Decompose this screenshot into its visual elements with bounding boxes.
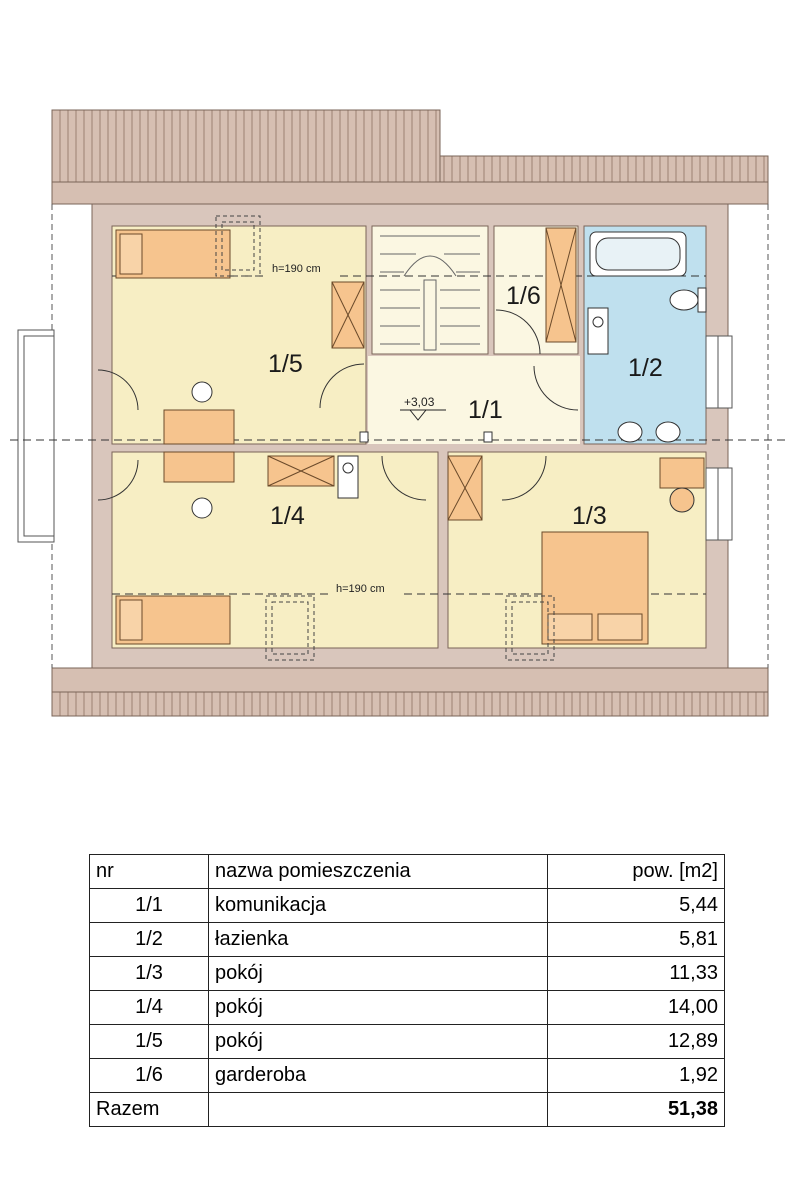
wardrobe	[267, 227, 705, 521]
radiator-unit	[337, 307, 609, 499]
dimension-label: h=190 cm	[272, 263, 321, 275]
cell-name: pokój	[208, 1024, 548, 1059]
table-row: 1/5 pokój 12,89	[89, 1024, 725, 1059]
table-row: 1/4 pokój 14,00	[89, 990, 725, 1025]
table-row: 1/1 komunikacja 5,44	[89, 888, 725, 923]
dimension-label: h=190 cm	[336, 583, 385, 595]
cell-area: 1,92	[547, 1058, 725, 1093]
room-label-1-4: 1/4	[270, 502, 305, 530]
cell-area: 12,89	[547, 1024, 725, 1059]
cell-name: pokój	[208, 956, 548, 991]
bed-room-1-5	[115, 229, 231, 279]
roof-bottom	[51, 667, 769, 717]
column-header-nr: nr	[89, 854, 209, 889]
cell-nr: 1/2	[89, 922, 209, 957]
vent-marker	[359, 431, 493, 443]
table-row: 1/3 pokój 11,33	[89, 956, 725, 991]
room-label-1-2: 1/2	[628, 354, 663, 382]
cell-nr: 1/1	[89, 888, 209, 923]
balcony	[17, 329, 55, 543]
table-total-row: Razem 51,38	[89, 1092, 725, 1127]
table-row: 1/2 łazienka 5,81	[89, 922, 725, 957]
cell-area: 11,33	[547, 956, 725, 991]
door	[97, 309, 579, 501]
table-header-row: nr nazwa pomieszczenia pow. [m2]	[89, 854, 725, 889]
roof-window	[215, 215, 555, 661]
floor-plan: 1/5 1/6 1/2 1/1 1/4 1/3 h=190 cm h=190 c…	[10, 109, 790, 717]
cell-name: pokój	[208, 990, 548, 1025]
toilet	[669, 287, 707, 313]
chair	[191, 381, 695, 519]
cell-area: 5,81	[547, 922, 725, 957]
cell-nr: 1/3	[89, 956, 209, 991]
room-label-1-5: 1/5	[268, 350, 303, 378]
column-header-name: nazwa pomieszczenia	[208, 854, 548, 889]
room-label-1-1: 1/1	[468, 396, 503, 424]
total-empty-cell	[208, 1092, 548, 1127]
bathtub	[589, 231, 687, 277]
cell-nr: 1/6	[89, 1058, 209, 1093]
roof-top	[51, 109, 769, 205]
cell-area: 5,44	[547, 888, 725, 923]
cell-nr: 1/5	[89, 1024, 209, 1059]
elevation-marker: +3,03	[400, 395, 446, 421]
bed-room-1-4	[115, 595, 231, 645]
room-1-1-floor	[368, 356, 580, 444]
cell-name: komunikacja	[208, 888, 548, 923]
total-value: 51,38	[547, 1092, 725, 1127]
elevation-label: +3,03	[404, 395, 435, 409]
column-header-area: pow. [m2]	[547, 854, 725, 889]
table-row: 1/6 garderoba 1,92	[89, 1058, 725, 1093]
cell-nr: 1/4	[89, 990, 209, 1025]
window	[705, 335, 733, 541]
room-area-table: nr nazwa pomieszczenia pow. [m2] 1/1 kom…	[89, 854, 725, 1127]
cell-name: garderoba	[208, 1058, 548, 1093]
staircase	[380, 235, 480, 351]
cell-area: 14,00	[547, 990, 725, 1025]
sinks	[617, 421, 681, 443]
cell-name: łazienka	[208, 922, 548, 957]
double-bed-room-1-3	[541, 531, 649, 645]
desk	[163, 409, 235, 483]
room-label-1-6: 1/6	[506, 282, 541, 310]
room-label-1-3: 1/3	[572, 502, 607, 530]
total-label: Razem	[89, 1092, 209, 1127]
